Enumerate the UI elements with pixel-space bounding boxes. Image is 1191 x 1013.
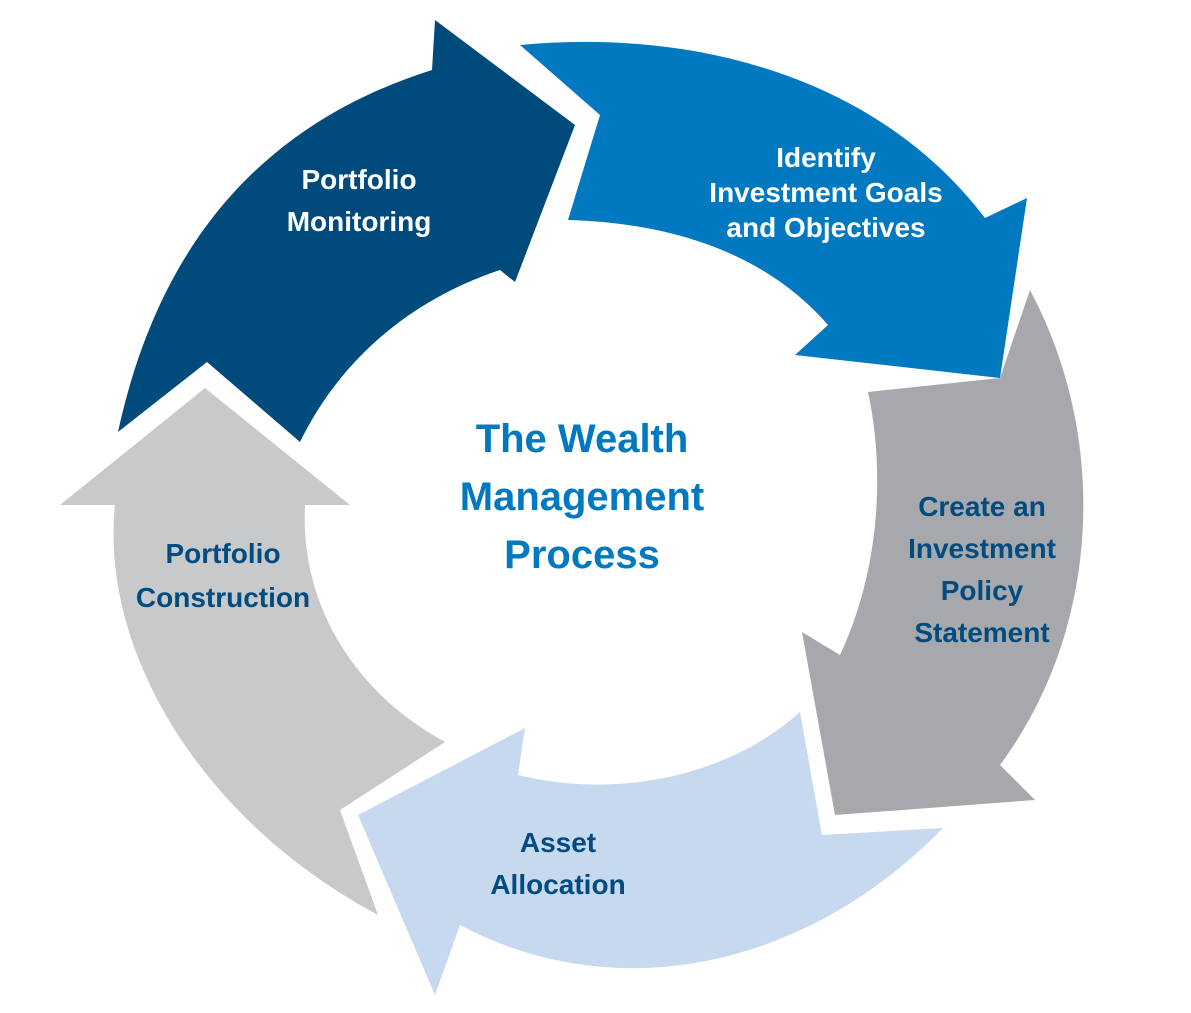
label-line: Asset [520, 827, 596, 858]
label-line: Investment [908, 533, 1056, 564]
center-title-line: Management [460, 475, 705, 519]
label-line: Allocation [490, 869, 625, 900]
arrow-policy-statement [802, 290, 1084, 815]
label-line: Statement [914, 617, 1049, 648]
arrow-portfolio-construction [60, 388, 445, 915]
center-title-line: Process [504, 533, 660, 577]
label-line: Policy [941, 575, 1024, 606]
center-title-line: The Wealth [476, 417, 689, 461]
label-line: Monitoring [287, 206, 432, 237]
label-line: Investment Goals [709, 177, 942, 208]
arrow-asset-allocation [358, 712, 943, 995]
arrow-portfolio-monitoring [118, 20, 575, 442]
label-line: Identify [776, 142, 876, 173]
label-line: Portfolio [165, 538, 280, 569]
label-line: Portfolio [301, 164, 416, 195]
label-line: Create an [918, 491, 1046, 522]
arrow-identify-goals [520, 41, 1027, 379]
label-line: Construction [136, 582, 310, 613]
label-line: and Objectives [726, 212, 925, 243]
